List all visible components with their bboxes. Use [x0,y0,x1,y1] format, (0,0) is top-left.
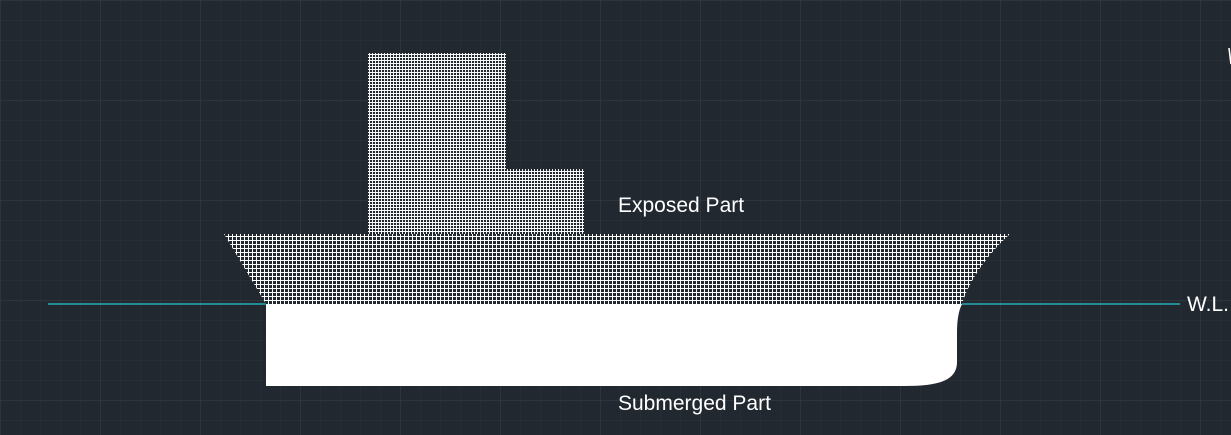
hull-submerged[interactable] [266,304,962,386]
superstructure-low[interactable] [506,169,584,234]
label-submerged-part: Submerged Part [618,392,771,415]
label-exposed-part: Exposed Part [618,194,745,217]
superstructure-tall[interactable] [368,53,506,234]
label-waterline: W.L. [1187,293,1230,316]
hull-exposed[interactable] [224,234,1010,304]
